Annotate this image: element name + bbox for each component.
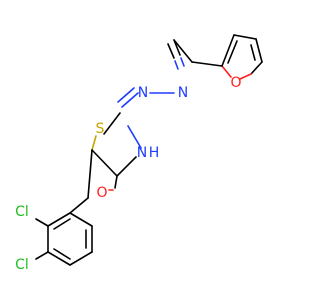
atom-label-chlorine-upper: Cl (15, 204, 29, 220)
bond-ar-6 (47, 212, 71, 227)
bond-n-c2-b (117, 87, 135, 103)
molecule-diagram: O N N S N H O Cl Cl (15, 34, 263, 273)
bond-furan-c3-c4 (233, 34, 257, 40)
atom-label-carbonyl-oxygen: O (96, 185, 107, 201)
atom-label-hydrazone-n2: N (138, 85, 148, 101)
atom-label-furan-oxygen: O (230, 75, 241, 91)
atom-label-sulfur: S (96, 121, 105, 137)
atom-label-chlorine-lower: Cl (15, 257, 29, 273)
bond-c4-n3 (116, 156, 137, 177)
bond-furan-c2-c3 (221, 34, 235, 67)
atom-label-hydrazone-n1: N (178, 85, 188, 101)
hydrazone-linker (117, 39, 223, 108)
bond-ar-3 (69, 251, 93, 266)
bond-c4-o-a (114, 175, 118, 189)
bond-ch2-ring (69, 197, 89, 214)
thiazolidine-ring (91, 112, 142, 191)
bond-s-c5 (91, 135, 97, 151)
furan-ring (221, 34, 263, 80)
bond-c5-ch2 (87, 149, 93, 199)
bond-c5-c4 (91, 149, 118, 177)
bond-cn-double-b (167, 43, 175, 59)
bond-furan-c4-c5-inner (250, 44, 256, 61)
bond-furan-o-c2 (221, 65, 232, 78)
atom-label-ring-hydrogen: H (149, 145, 160, 161)
bond-c-cl-lower (35, 251, 49, 260)
benzene-ring (47, 212, 93, 266)
structure-svg: O N N S N H O Cl Cl (15, 34, 263, 273)
bond-furan-c2-c3-inner (227, 40, 238, 64)
bond-ar-1 (69, 212, 93, 227)
bond-furan-c4-c5 (255, 38, 263, 63)
bond-n-c2-a (121, 92, 139, 108)
bond-c-cl-upper (35, 218, 49, 227)
chlorine-substituents (35, 218, 49, 260)
bond-ar-4-inner (53, 248, 71, 260)
bond-cn-double-a (173, 39, 181, 56)
bond-cn-double-a-n (180, 57, 185, 67)
atom-label-ring-nitrogen: N (137, 145, 147, 161)
bond-furan-ch (191, 61, 223, 67)
benzyl-group (69, 149, 93, 214)
bond-furan-c5-o (250, 61, 263, 75)
bond-ar-6-inner (53, 218, 71, 230)
bond-c2-s (103, 112, 121, 135)
bond-ar-4 (47, 251, 71, 266)
bond-cn-double-b-n (174, 60, 179, 70)
bond-furan-o-side (239, 73, 252, 80)
bond-n3-c2 (127, 125, 142, 149)
bond-ch-ch (173, 39, 193, 63)
